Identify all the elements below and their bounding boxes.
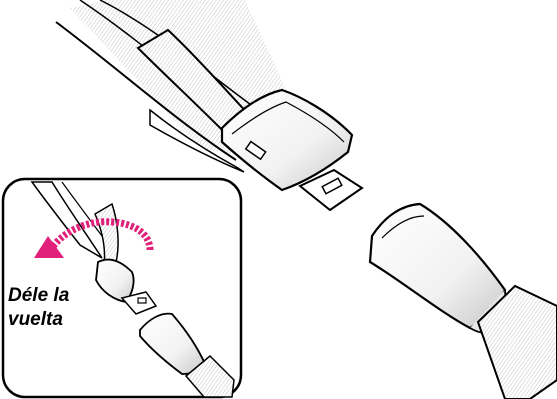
buckle-receiver bbox=[370, 204, 505, 333]
caption-twist-instruction: Déle la vuelta bbox=[8, 284, 98, 332]
caption-line-2: vuelta bbox=[8, 308, 98, 332]
caption-line-1: Déle la bbox=[8, 284, 98, 308]
